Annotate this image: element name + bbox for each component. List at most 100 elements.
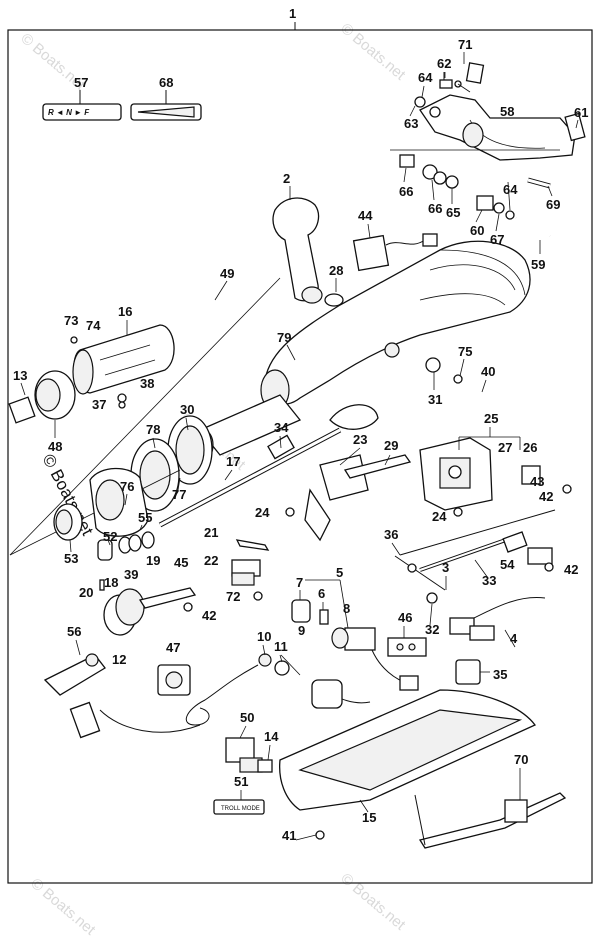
badge-47 <box>157 664 191 696</box>
callout-75: 75 <box>458 344 472 359</box>
callout-42b: 42 <box>539 489 553 504</box>
cylinder-12 <box>103 588 145 636</box>
callout-41: 41 <box>282 828 296 843</box>
sticker-57-text: R ◄ N ► F <box>48 108 90 117</box>
callout-64a: 64 <box>418 70 433 85</box>
callout-42c: 42 <box>564 562 578 577</box>
callout-23: 23 <box>353 432 367 447</box>
callout-57: 57 <box>74 75 88 90</box>
callout-76: 76 <box>120 479 134 494</box>
callout-7: 7 <box>296 575 303 590</box>
callout-56: 56 <box>67 624 81 639</box>
diagram-border <box>7 29 593 884</box>
callout-64b: 64 <box>503 182 518 197</box>
lever-56 <box>43 653 106 696</box>
small-bolts <box>70 336 572 840</box>
callout-78: 78 <box>146 422 160 437</box>
callout-60: 60 <box>470 223 484 238</box>
throttle-grip-2 <box>272 197 344 307</box>
callout-61: 61 <box>574 105 588 120</box>
callout-labels: 2 3 4 5 6 7 8 9 10 11 12 13 14 15 16 17 … <box>13 37 588 843</box>
plate-35 <box>455 659 481 685</box>
watermark: © Boats.net <box>27 875 99 939</box>
callout-58: 58 <box>500 104 514 119</box>
sticker-68 <box>130 90 202 121</box>
callout-4: 4 <box>510 631 518 646</box>
parts-6-7-9 <box>291 599 329 625</box>
label-46 <box>387 637 427 657</box>
callout-31: 31 <box>428 392 442 407</box>
callout-47: 47 <box>166 640 180 655</box>
callout-24b: 24 <box>432 509 447 524</box>
callout-55: 55 <box>138 510 152 525</box>
harness-4 <box>449 596 546 641</box>
cable-33 <box>394 509 556 591</box>
troll-mode-label: TROLL MODE <box>221 806 260 812</box>
callout-20: 20 <box>79 585 93 600</box>
callout-49: 49 <box>220 266 234 281</box>
callout-8: 8 <box>343 601 350 616</box>
callout-33: 33 <box>482 573 496 588</box>
callout-53: 53 <box>64 551 78 566</box>
callout-32: 32 <box>425 622 439 637</box>
callout-37: 37 <box>92 397 106 412</box>
callout-48: 48 <box>48 439 62 454</box>
callout-51: 51 <box>234 774 248 789</box>
leader-lines <box>20 52 579 841</box>
callout-21: 21 <box>204 525 218 540</box>
callout-72: 72 <box>226 589 240 604</box>
grip-16 <box>72 324 175 395</box>
callout-54: 54 <box>500 557 515 572</box>
callout-67: 67 <box>490 232 504 247</box>
callout-15: 15 <box>362 810 376 825</box>
callout-25: 25 <box>484 411 498 426</box>
callout-66a: 66 <box>399 184 413 199</box>
callout-26: 26 <box>523 440 537 455</box>
callout-35: 35 <box>493 667 507 682</box>
sticker-57: R ◄ N ► F <box>42 90 122 121</box>
callout-17: 17 <box>226 454 240 469</box>
callout-34: 34 <box>274 420 289 435</box>
fasteners-upper-right <box>399 62 551 237</box>
callout-46: 46 <box>398 610 412 625</box>
callout-10: 10 <box>257 629 271 644</box>
cover-53 <box>53 503 83 541</box>
callout-3: 3 <box>442 560 449 575</box>
switch-44 <box>352 233 438 272</box>
key-switch-8 <box>331 627 419 691</box>
callout-36: 36 <box>384 527 398 542</box>
kill-cord-10 <box>69 653 371 739</box>
arm-70 <box>414 792 567 849</box>
callout-39: 39 <box>124 567 138 582</box>
callout-2: 2 <box>283 171 290 186</box>
callout-50: 50 <box>240 710 254 725</box>
callout-59: 59 <box>531 257 545 272</box>
links-21-22-45 <box>99 539 270 609</box>
bracket-58 <box>390 94 586 161</box>
callout-65: 65 <box>446 205 460 220</box>
callout-29: 29 <box>384 438 398 453</box>
callout-77: 77 <box>172 487 186 502</box>
callout-62: 62 <box>437 56 451 71</box>
callout-16: 16 <box>118 304 132 319</box>
callout-73: 73 <box>64 313 78 328</box>
clip-54 <box>527 547 553 565</box>
lower-housing-15 <box>279 689 537 811</box>
knob-52-18 <box>97 531 155 561</box>
shaft-assembly <box>158 394 379 528</box>
callout-52: 52 <box>103 529 117 544</box>
callout-1: 1 <box>289 6 296 21</box>
callout-6: 6 <box>318 586 325 601</box>
label-51: TROLL MODE <box>213 799 265 815</box>
callout-69: 69 <box>546 197 560 212</box>
callout-74: 74 <box>86 318 101 333</box>
callout-44: 44 <box>358 208 373 223</box>
callout-63: 63 <box>404 116 418 131</box>
callout-43: 43 <box>530 474 544 489</box>
housing-55 <box>89 467 149 537</box>
callout-79: 79 <box>277 330 291 345</box>
callout-13: 13 <box>13 368 27 383</box>
callout-42a: 42 <box>202 608 216 623</box>
callout-70: 70 <box>514 752 528 767</box>
